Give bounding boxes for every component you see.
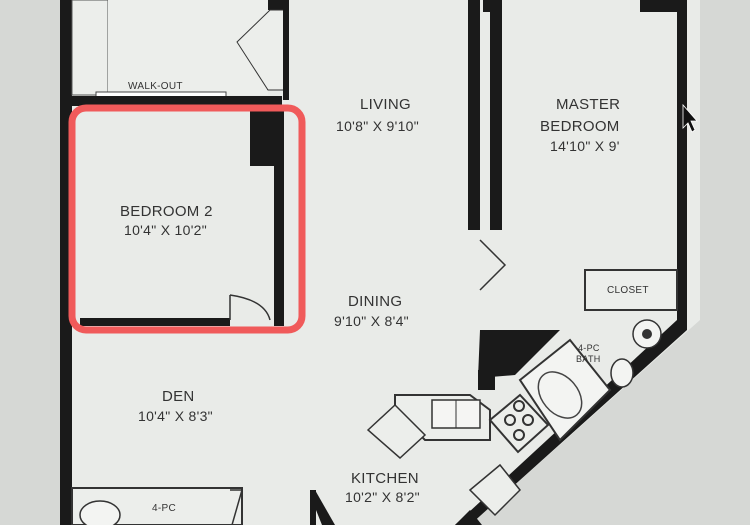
dining-size: 9'10" X 8'4" xyxy=(334,313,409,329)
living-label: LIVING xyxy=(360,96,411,113)
bedroom2-size: 10'4" X 10'2" xyxy=(124,222,208,238)
living-walls xyxy=(283,0,480,230)
kitchen-size: 10'2" X 8'2" xyxy=(345,489,420,505)
bathroom-walls xyxy=(478,330,560,390)
kitchen-island xyxy=(366,403,427,460)
closet-label: CLOSET xyxy=(607,285,649,296)
walkout-door-frame xyxy=(71,0,109,96)
master-door-swing xyxy=(479,239,507,291)
bath-label-line1: 4-PC xyxy=(578,343,600,353)
kitchen-label: KITCHEN xyxy=(351,470,419,487)
fridge xyxy=(468,463,522,517)
bedroom2-label: BEDROOM 2 xyxy=(120,203,213,220)
lower-bath-label: 4-PC xyxy=(152,503,176,514)
kitchen-walls xyxy=(310,490,482,525)
dining-label: DINING xyxy=(348,293,403,310)
den-label: DEN xyxy=(162,388,195,405)
lower-bath-sink xyxy=(79,500,121,525)
closet-box xyxy=(584,269,678,311)
den-size: 10'4" X 8'3" xyxy=(138,408,213,424)
master-label-line2: BEDROOM xyxy=(540,118,620,135)
stove xyxy=(488,393,550,454)
walkout-label: WALK-OUT xyxy=(128,81,183,92)
bedroom2-door-swing xyxy=(229,294,271,321)
mouse-cursor-icon xyxy=(682,103,698,133)
bath-label-line2: BATH xyxy=(576,354,601,364)
master-size: 14'10" X 9' xyxy=(550,138,620,154)
master-label-line1: MASTER xyxy=(556,96,621,113)
bedroom2-walls xyxy=(72,96,284,326)
toilet xyxy=(610,358,634,388)
highlight-box xyxy=(68,104,306,334)
living-size: 10'8" X 9'10" xyxy=(336,118,420,134)
bathtub xyxy=(518,338,612,442)
